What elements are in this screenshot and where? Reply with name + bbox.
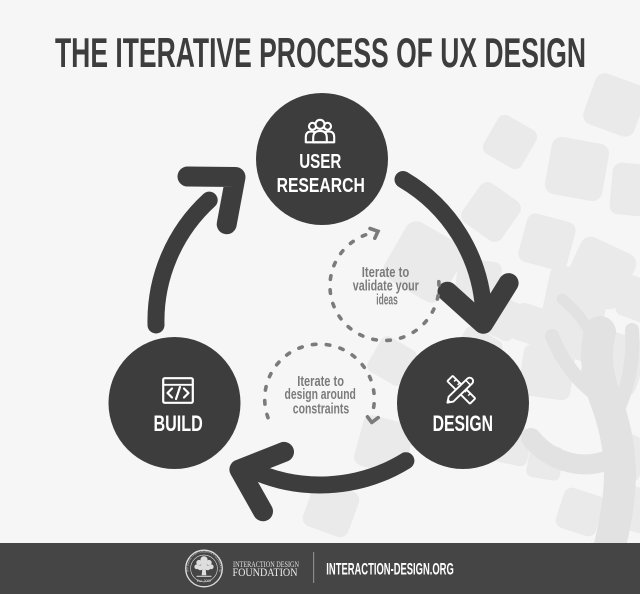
svg-text:RESEARCH: RESEARCH: [277, 174, 365, 197]
svg-text:INTERACTION DESIGN: INTERACTION DESIGN: [233, 560, 299, 569]
svg-text:DESIGN: DESIGN: [433, 411, 493, 436]
svg-text:FOUNDATION: FOUNDATION: [233, 565, 298, 579]
svg-text:design around: design around: [285, 387, 356, 403]
svg-text:INTERACTION-DESIGN.ORG: INTERACTION-DESIGN.ORG: [326, 561, 454, 579]
svg-text:BUILD: BUILD: [154, 411, 203, 436]
svg-text:ideas: ideas: [376, 292, 398, 308]
svg-text:Iterate to: Iterate to: [362, 265, 410, 281]
svg-text:validate your: validate your: [353, 279, 419, 295]
svg-text:Iterate to: Iterate to: [297, 374, 344, 390]
svg-text:Est. 2002: Est. 2002: [197, 579, 211, 583]
svg-text:constraints: constraints: [293, 402, 349, 418]
svg-text:USER: USER: [299, 150, 341, 173]
svg-text:THE ITERATIVE PROCESS OF UX DE: THE ITERATIVE PROCESS OF UX DESIGN: [55, 29, 586, 76]
